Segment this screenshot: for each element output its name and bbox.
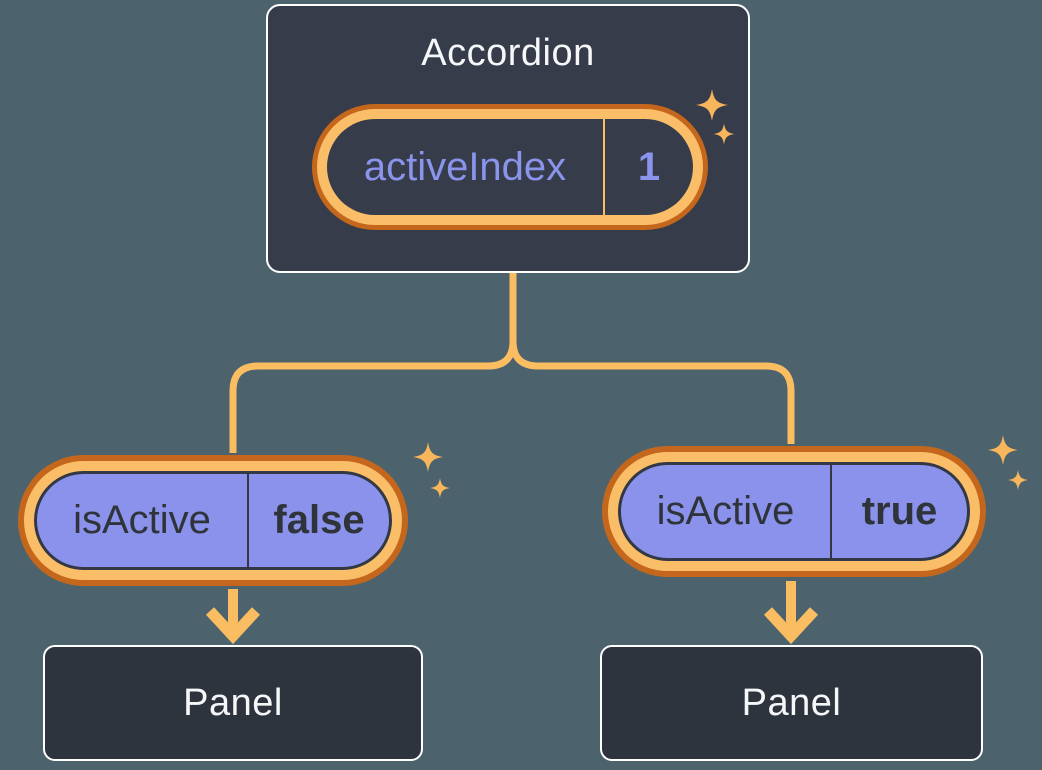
connector-accordion-to-left-child bbox=[229, 273, 517, 453]
accordion-component-title: Accordion bbox=[421, 32, 595, 74]
prop-pill-isactive-false: isActive false bbox=[18, 455, 408, 586]
sparkle-icon-small bbox=[430, 478, 450, 498]
sparkle-icon-large bbox=[413, 442, 443, 472]
pill-divider bbox=[830, 465, 832, 558]
pill-ring: isActive true bbox=[608, 452, 980, 571]
pill-divider bbox=[247, 474, 249, 567]
accordion-component-box: Accordion activeIndex 1 bbox=[266, 4, 750, 273]
sparkle-icon-large bbox=[988, 435, 1018, 465]
prop-pill-isactive-true: isActive true bbox=[602, 446, 986, 577]
pill-core: isActive false bbox=[34, 471, 392, 570]
state-pill-label: activeIndex bbox=[363, 144, 567, 189]
connector-accordion-to-right-child bbox=[509, 273, 795, 444]
state-pill-value: 1 bbox=[637, 144, 661, 189]
panel-box-left: Panel bbox=[43, 645, 423, 761]
prop-pill-value: true bbox=[861, 489, 938, 533]
pill-divider bbox=[603, 119, 605, 215]
prop-pill-label: isActive bbox=[656, 489, 795, 533]
sparkle-icon-small bbox=[1008, 470, 1028, 490]
prop-pill-label: isActive bbox=[73, 498, 211, 542]
pill-ring: isActive false bbox=[24, 461, 402, 580]
panel-label: Panel bbox=[741, 681, 842, 724]
pill-core: isActive true bbox=[618, 462, 970, 561]
arrow-left-pill-to-panel bbox=[205, 589, 261, 645]
prop-pill-value: false bbox=[273, 498, 365, 542]
arrow-right-pill-to-panel bbox=[763, 581, 819, 645]
state-pill-activeindex: activeIndex 1 bbox=[312, 104, 708, 230]
pill-ring: activeIndex 1 bbox=[317, 109, 703, 225]
panel-label: Panel bbox=[183, 681, 283, 724]
pill-core: activeIndex 1 bbox=[327, 119, 693, 215]
panel-box-right: Panel bbox=[600, 645, 983, 761]
